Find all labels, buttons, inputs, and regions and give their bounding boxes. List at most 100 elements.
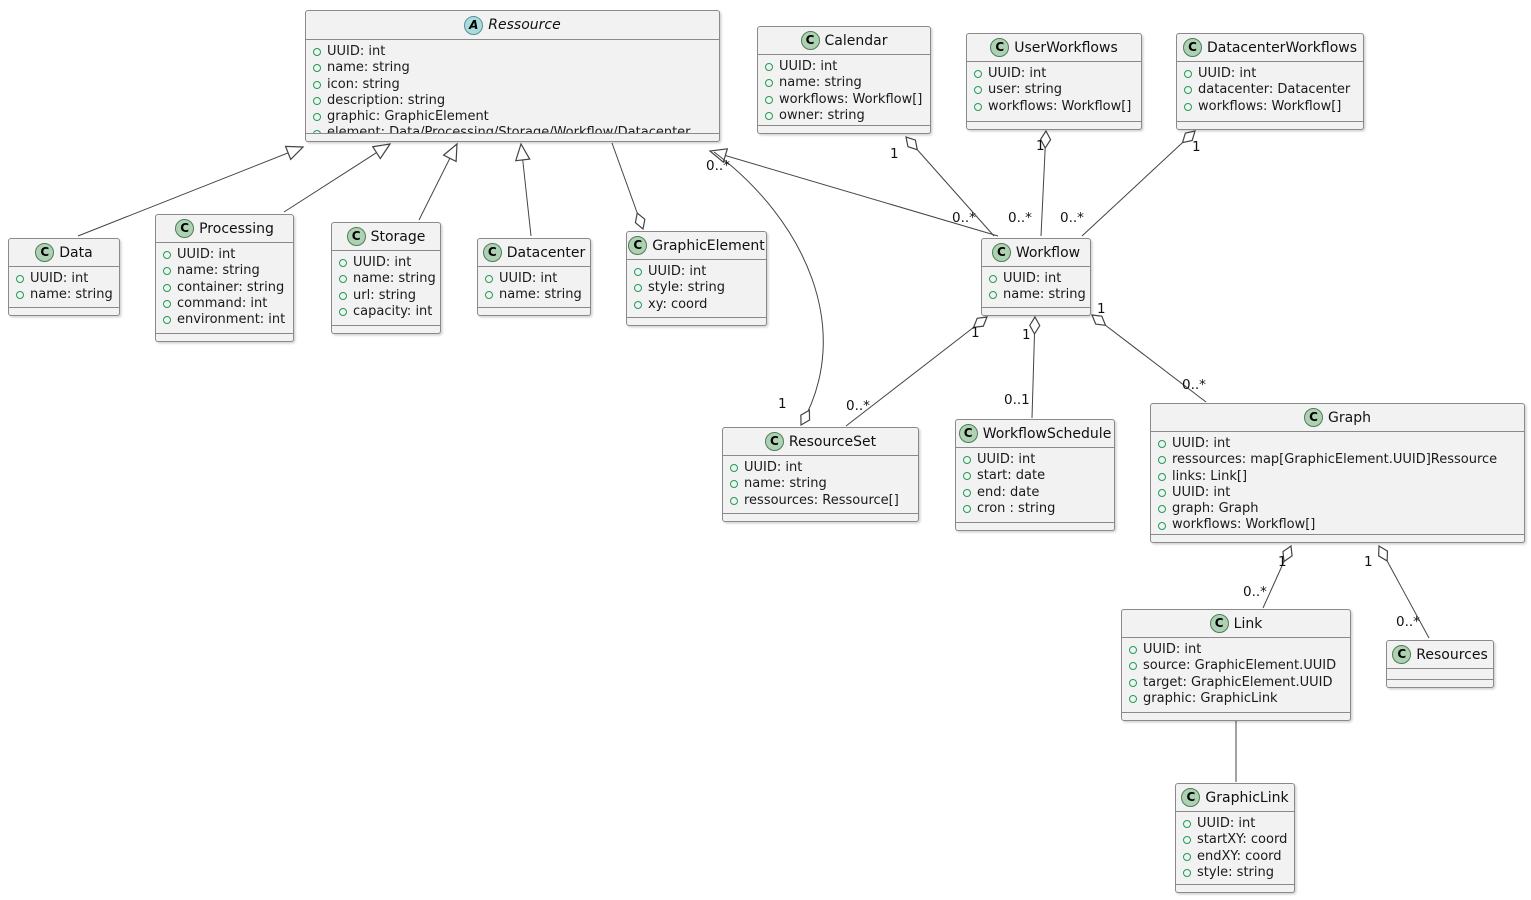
attribute-text: name: string (499, 287, 582, 303)
attribute-text: datacenter: Datacenter (1198, 82, 1351, 98)
attribute-text: cron : string (977, 500, 1056, 516)
class-link: C Link UUID: int source: GraphicElement.… (1121, 609, 1351, 721)
attribute-row: name: string (163, 263, 286, 279)
attribute-row: graphic: GraphicLink (1129, 691, 1343, 707)
attribute-row: name: string (730, 476, 911, 492)
class-icon: C (35, 243, 55, 262)
class-link-header: C Link (1122, 610, 1350, 638)
attribute-row: UUID: int (634, 264, 759, 280)
multiplicity-label: 1 (1022, 327, 1031, 343)
field-visibility-icon (1184, 102, 1192, 111)
attribute-text: workflows: Workflow[] (1198, 98, 1342, 114)
class-datacenter-attributes: UUID: int name: string (478, 267, 590, 307)
attribute-row: name: string (989, 287, 1086, 303)
attribute-row: container: string (163, 280, 286, 296)
class-graphicelement-methods-compartment (627, 317, 766, 325)
field-visibility-icon (963, 488, 971, 497)
class-graphiclink-header: C GraphicLink (1176, 784, 1294, 812)
attribute-text: start: date (977, 468, 1046, 484)
field-visibility-icon (634, 300, 642, 309)
field-visibility-icon (1129, 678, 1137, 687)
class-datacenter: C Datacenter UUID: int name: string (477, 238, 591, 316)
field-visibility-icon (1183, 820, 1191, 829)
attribute-row: UUID: int (963, 452, 1107, 468)
attribute-text: graphic: GraphicLink (1143, 690, 1278, 706)
attribute-text: name: string (353, 271, 436, 287)
class-title: UserWorkflows (1014, 39, 1118, 56)
field-visibility-icon (1183, 836, 1191, 845)
attribute-text: user: string (988, 82, 1062, 98)
field-visibility-icon (1158, 472, 1166, 481)
edge-aggregation-ressource-graphicelement (611, 142, 646, 231)
attribute-text: UUID: int (30, 271, 89, 286)
field-visibility-icon (1158, 440, 1166, 449)
multiplicity-label: 1 (1278, 554, 1287, 570)
class-resources-header: C Resources (1387, 641, 1493, 669)
field-visibility-icon (1158, 456, 1166, 465)
attribute-text: UUID: int (1143, 642, 1202, 657)
attribute-row: icon: string (313, 77, 712, 93)
class-storage: C Storage UUID: int name: string url: st… (331, 222, 441, 334)
class-workflow-attributes: UUID: int name: string (982, 267, 1090, 307)
field-visibility-icon (963, 505, 971, 514)
field-visibility-icon (313, 129, 321, 133)
attribute-text: description: string (327, 92, 446, 108)
class-title: Processing (199, 220, 274, 237)
field-visibility-icon (1158, 521, 1166, 530)
class-graph: C Graph UUID: int ressources: map[Graphi… (1150, 403, 1525, 543)
class-datacenterworkflows-attributes: UUID: int datacenter: Datacenter workflo… (1177, 62, 1363, 121)
attribute-text: owner: string (779, 107, 865, 123)
class-datacenterworkflows-methods-compartment (1177, 121, 1363, 129)
attribute-text: UUID: int (744, 460, 803, 475)
class-workflowschedule-header: C WorkflowSchedule (956, 420, 1114, 448)
class-title: DatacenterWorkflows (1206, 39, 1358, 56)
field-visibility-icon (1184, 70, 1192, 79)
attribute-row: links: Link[] (1158, 469, 1517, 485)
field-visibility-icon (163, 300, 171, 309)
attribute-text: command: int (177, 295, 268, 311)
field-visibility-icon (163, 251, 171, 260)
edge-aggregation-schedule-workflow (1029, 315, 1041, 419)
class-icon: C (764, 432, 784, 451)
attribute-text: UUID: int (988, 66, 1047, 81)
field-visibility-icon (963, 472, 971, 481)
class-link-attributes: UUID: int source: GraphicElement.UUID ta… (1122, 638, 1350, 712)
class-calendar: C Calendar UUID: int name: string workfl… (757, 26, 931, 134)
attribute-text: end: date (977, 484, 1040, 500)
class-resources-attributes (1387, 669, 1493, 679)
multiplicity-label: 1 (1036, 138, 1045, 154)
attribute-row: name: string (339, 271, 436, 287)
class-datacenter-methods-compartment (478, 307, 590, 315)
field-visibility-icon (765, 63, 773, 72)
attribute-row: owner: string (765, 108, 923, 124)
class-workflow: C Workflow UUID: int name: string (981, 238, 1091, 316)
field-visibility-icon (963, 456, 971, 465)
field-visibility-icon (1158, 489, 1166, 498)
class-userworkflows: C UserWorkflows UUID: int user: string w… (966, 33, 1142, 130)
edge-aggregation-workflow-calendar (905, 136, 995, 237)
field-visibility-icon (339, 308, 347, 317)
class-processing-methods-compartment (156, 333, 293, 341)
attribute-row: capacity: int (339, 304, 433, 320)
multiplicity-label: 0..* (952, 210, 976, 226)
attribute-text: ressources: map[GraphicElement.UUID]Ress… (1172, 452, 1498, 468)
class-graph-header: C Graph (1151, 404, 1524, 432)
attribute-row: UUID: int (163, 247, 286, 263)
edge-aggregation-resourceset-workflow (845, 316, 988, 427)
edge-aggregation-graph-workflow (1091, 314, 1207, 403)
attribute-text: UUID: int (499, 271, 558, 286)
field-visibility-icon (1129, 646, 1137, 655)
field-visibility-icon (989, 275, 997, 284)
attribute-text: UUID: int (1197, 816, 1256, 831)
multiplicity-label: 1 (1192, 139, 1201, 155)
class-link-methods-compartment (1122, 712, 1350, 720)
class-ressource-attributes: UUID: int name: string icon: string desc… (306, 40, 719, 133)
multiplicity-label: 0..* (1060, 210, 1084, 226)
attribute-row: UUID: int (974, 66, 1134, 82)
field-visibility-icon (313, 97, 321, 106)
field-visibility-icon (974, 70, 982, 79)
class-data: C Data UUID: int name: string (8, 238, 120, 316)
attribute-text: capacity: int (353, 303, 433, 319)
attribute-row: url: string (339, 288, 433, 304)
attribute-text: UUID: int (977, 452, 1036, 467)
